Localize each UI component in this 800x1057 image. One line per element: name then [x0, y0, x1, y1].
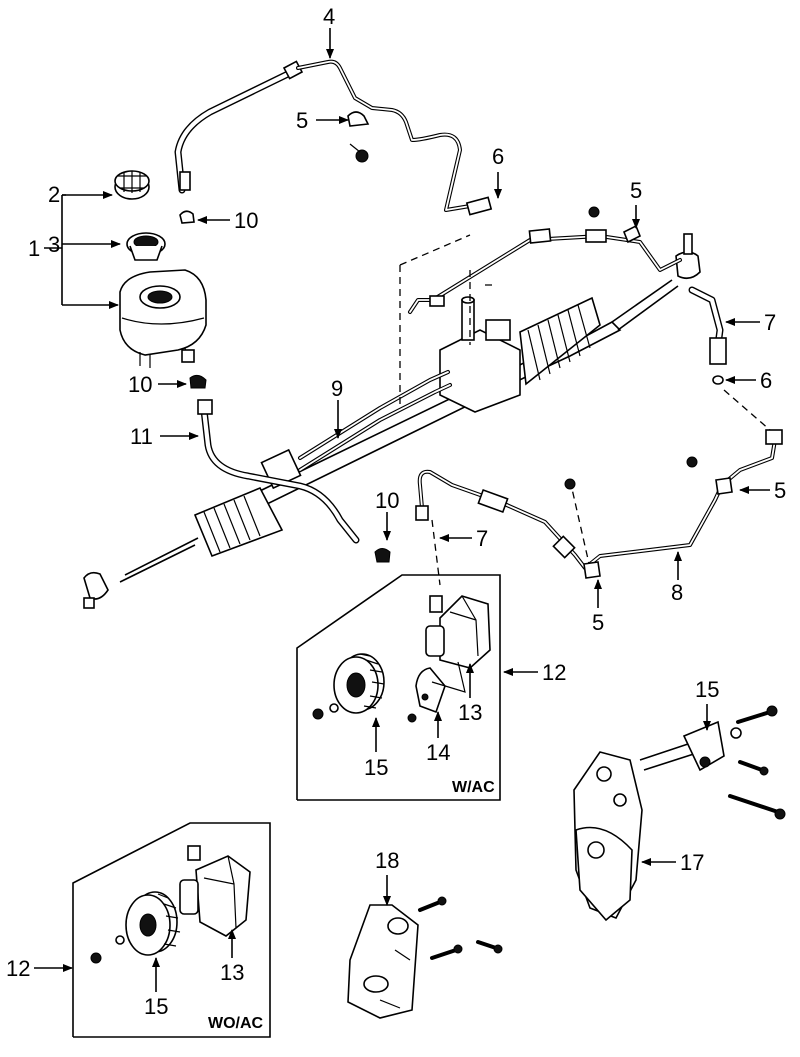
reservoir-assembly	[114, 170, 207, 368]
pump-bracket-wac	[415, 667, 446, 714]
callout-5-top-right: 5	[630, 178, 642, 203]
callout-13-wac: 13	[458, 700, 482, 725]
callout-14: 14	[426, 740, 450, 765]
steering-gear-assembly	[83, 233, 701, 609]
callout-10-top: 10	[234, 208, 258, 233]
pressure-line-right	[408, 206, 682, 314]
tie-rod-left	[83, 537, 199, 609]
woac-pump-box	[72, 822, 271, 1038]
tie-rod-right	[611, 233, 701, 331]
reservoir-filter	[126, 232, 166, 261]
pulley-woac	[125, 891, 181, 956]
callout-6-top: 6	[492, 144, 504, 169]
callout-labels: 1 2 3 4 5 5 5 5 6 6 7 7 8 9 10 10 10 11 …	[6, 4, 786, 1019]
callout-1: 1	[28, 236, 40, 261]
callout-7-right: 7	[764, 310, 776, 335]
pulley-wac	[333, 653, 385, 714]
pump-wac	[312, 595, 491, 723]
pressure-hose-upper	[174, 59, 493, 216]
hose-clip-upper	[179, 210, 195, 224]
callout-9: 9	[331, 376, 343, 401]
pump-body-wac	[425, 595, 491, 669]
hose-clip-reservoir	[189, 374, 207, 389]
hose-clip-pump	[374, 548, 391, 563]
reservoir-cap	[114, 170, 150, 200]
callout-6-right: 6	[760, 368, 772, 393]
callout-8: 8	[671, 580, 683, 605]
rack-boot-left	[193, 486, 284, 558]
tensioner-15	[682, 720, 725, 772]
callout-13-woac: 13	[220, 960, 244, 985]
callout-12-woac: 12	[6, 956, 30, 981]
callout-5-right: 5	[774, 478, 786, 503]
wac-label: W/AC	[452, 779, 495, 796]
return-hose-right	[688, 286, 727, 385]
callout-7-lower: 7	[476, 526, 488, 551]
callout-5-bottom: 5	[592, 610, 604, 635]
woac-label: WO/AC	[208, 1015, 264, 1032]
callout-10-mid: 10	[128, 372, 152, 397]
callout-10-lower: 10	[375, 488, 399, 513]
callout-15-wac: 15	[364, 755, 388, 780]
callout-18: 18	[375, 848, 399, 873]
callout-15-woac: 15	[144, 994, 168, 1019]
callout-4: 4	[323, 4, 335, 29]
pump-woac	[90, 845, 251, 964]
rack-valve-housing	[439, 296, 521, 413]
pump-body-woac	[179, 845, 251, 937]
callout-leaders	[34, 28, 770, 992]
supply-hose	[197, 399, 360, 544]
callout-15-tensioner: 15	[695, 677, 719, 702]
callout-3: 3	[48, 232, 60, 257]
callout-2: 2	[48, 182, 60, 207]
callout-12-wac: 12	[542, 660, 566, 685]
callout-17: 17	[680, 850, 704, 875]
rack-boot-right	[519, 296, 601, 386]
callout-11: 11	[130, 424, 153, 449]
return-line-lower	[415, 429, 783, 579]
callout-5-top: 5	[296, 108, 308, 133]
pump-bracket-17	[573, 705, 786, 922]
reservoir-body	[119, 269, 207, 368]
pump-bracket-18	[347, 896, 503, 1019]
line-clamp-top	[347, 111, 370, 163]
wac-pump-box	[296, 574, 501, 801]
